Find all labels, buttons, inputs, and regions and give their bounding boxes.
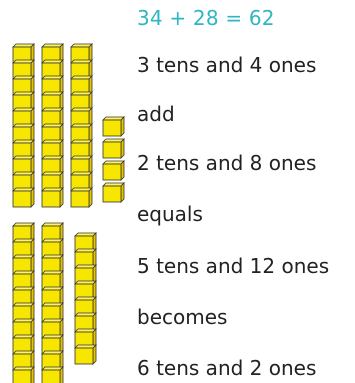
one-cube (74, 264, 97, 285)
one-cube (74, 344, 97, 365)
unit-cube (12, 187, 35, 208)
unit-cube (12, 123, 35, 144)
unit-cube (12, 302, 35, 323)
unit-cube (41, 366, 64, 383)
unit-cube (41, 350, 64, 371)
unit-cube (12, 43, 35, 64)
unit-cube (70, 123, 93, 144)
line-final-answer: 6 tens and 2 ones (137, 356, 317, 380)
unit-cube (41, 270, 64, 291)
unit-cube (41, 334, 64, 355)
unit-cube (12, 270, 35, 291)
ten-rod (70, 43, 93, 208)
unit-cube (12, 91, 35, 112)
unit-cube (12, 139, 35, 160)
unit-cube (41, 139, 64, 160)
ten-rod (12, 222, 35, 383)
one-cube (74, 328, 97, 349)
unit-cube (41, 187, 64, 208)
unit-cube (41, 171, 64, 192)
line-first-number: 3 tens and 4 ones (137, 53, 317, 77)
one-cube (102, 182, 125, 203)
first-number-blocks (12, 43, 125, 208)
line-becomes: becomes (137, 305, 228, 329)
one-cube (74, 296, 97, 317)
second-number-blocks (12, 222, 97, 383)
ten-rod (12, 43, 35, 208)
unit-cube (12, 107, 35, 128)
one-cube (74, 232, 97, 253)
one-cube (102, 116, 125, 137)
unit-cube (70, 43, 93, 64)
one-cube (74, 248, 97, 269)
unit-cube (41, 155, 64, 176)
unit-cube (12, 155, 35, 176)
one-cube (102, 138, 125, 159)
unit-cube (41, 59, 64, 80)
unit-cube (12, 366, 35, 383)
unit-cube (41, 75, 64, 96)
unit-cube (12, 238, 35, 259)
line-second-number: 2 tens and 8 ones (137, 151, 317, 175)
unit-cube (12, 171, 35, 192)
ten-rod (41, 43, 64, 208)
line-regrouped-sum: 5 tens and 12 ones (137, 254, 330, 278)
unit-cube (41, 91, 64, 112)
unit-cube (41, 254, 64, 275)
unit-cube (70, 171, 93, 192)
unit-cube (70, 75, 93, 96)
unit-cube (41, 123, 64, 144)
unit-cube (12, 286, 35, 307)
unit-cube (12, 350, 35, 371)
unit-cube (12, 222, 35, 243)
one-cube (102, 160, 125, 181)
equation: 34 + 28 = 62 (137, 6, 275, 30)
unit-cube (70, 187, 93, 208)
line-equals: equals (137, 202, 203, 226)
unit-cube (41, 286, 64, 307)
one-cube (74, 312, 97, 333)
unit-cube (41, 107, 64, 128)
base-ten-blocks (12, 43, 125, 383)
unit-cube (12, 334, 35, 355)
line-add: add (137, 102, 175, 126)
unit-cube (70, 107, 93, 128)
unit-cube (70, 91, 93, 112)
ten-rod (41, 222, 64, 383)
